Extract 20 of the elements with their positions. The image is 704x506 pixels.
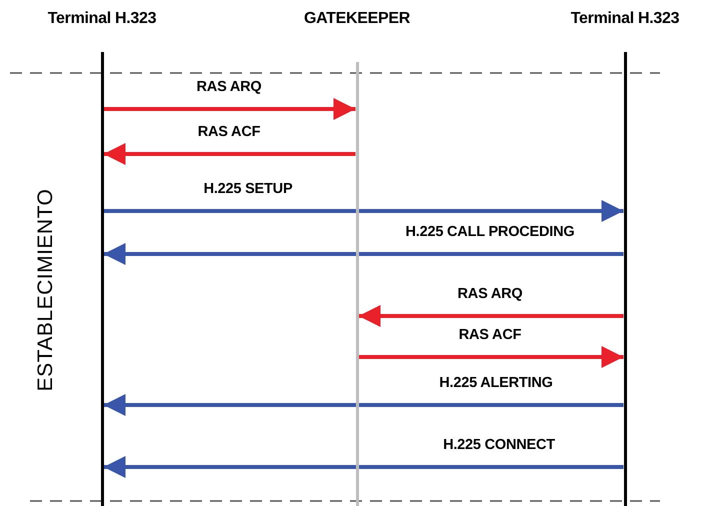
edge-label: H.225 CONNECT — [443, 437, 555, 453]
edge-label: RAS ACF — [458, 327, 522, 343]
edge-label: RAS ARQ — [196, 79, 262, 95]
arrow — [104, 394, 624, 416]
arrow — [358, 305, 624, 327]
lifeline-heading: Terminal H.323 — [48, 10, 156, 28]
lifeline-heading: Terminal H.323 — [570, 10, 680, 28]
phase-label: ESTABLECIMIENTO — [34, 188, 58, 392]
edge-label: RAS ARQ — [458, 286, 522, 302]
edge-label: H.225 CALL PROCEDING — [406, 224, 574, 240]
arrow — [358, 346, 624, 368]
arrow — [104, 243, 624, 265]
arrow — [104, 456, 624, 478]
edge-label: H.225 SETUP — [204, 181, 292, 197]
edge-label: H.225 ALERTING — [439, 375, 553, 391]
arrow — [104, 98, 356, 120]
edge-label: RAS ACF — [198, 124, 260, 140]
arrow — [104, 200, 624, 222]
lifeline-heading: GATEKEEPER — [304, 10, 410, 28]
arrow — [104, 143, 356, 165]
